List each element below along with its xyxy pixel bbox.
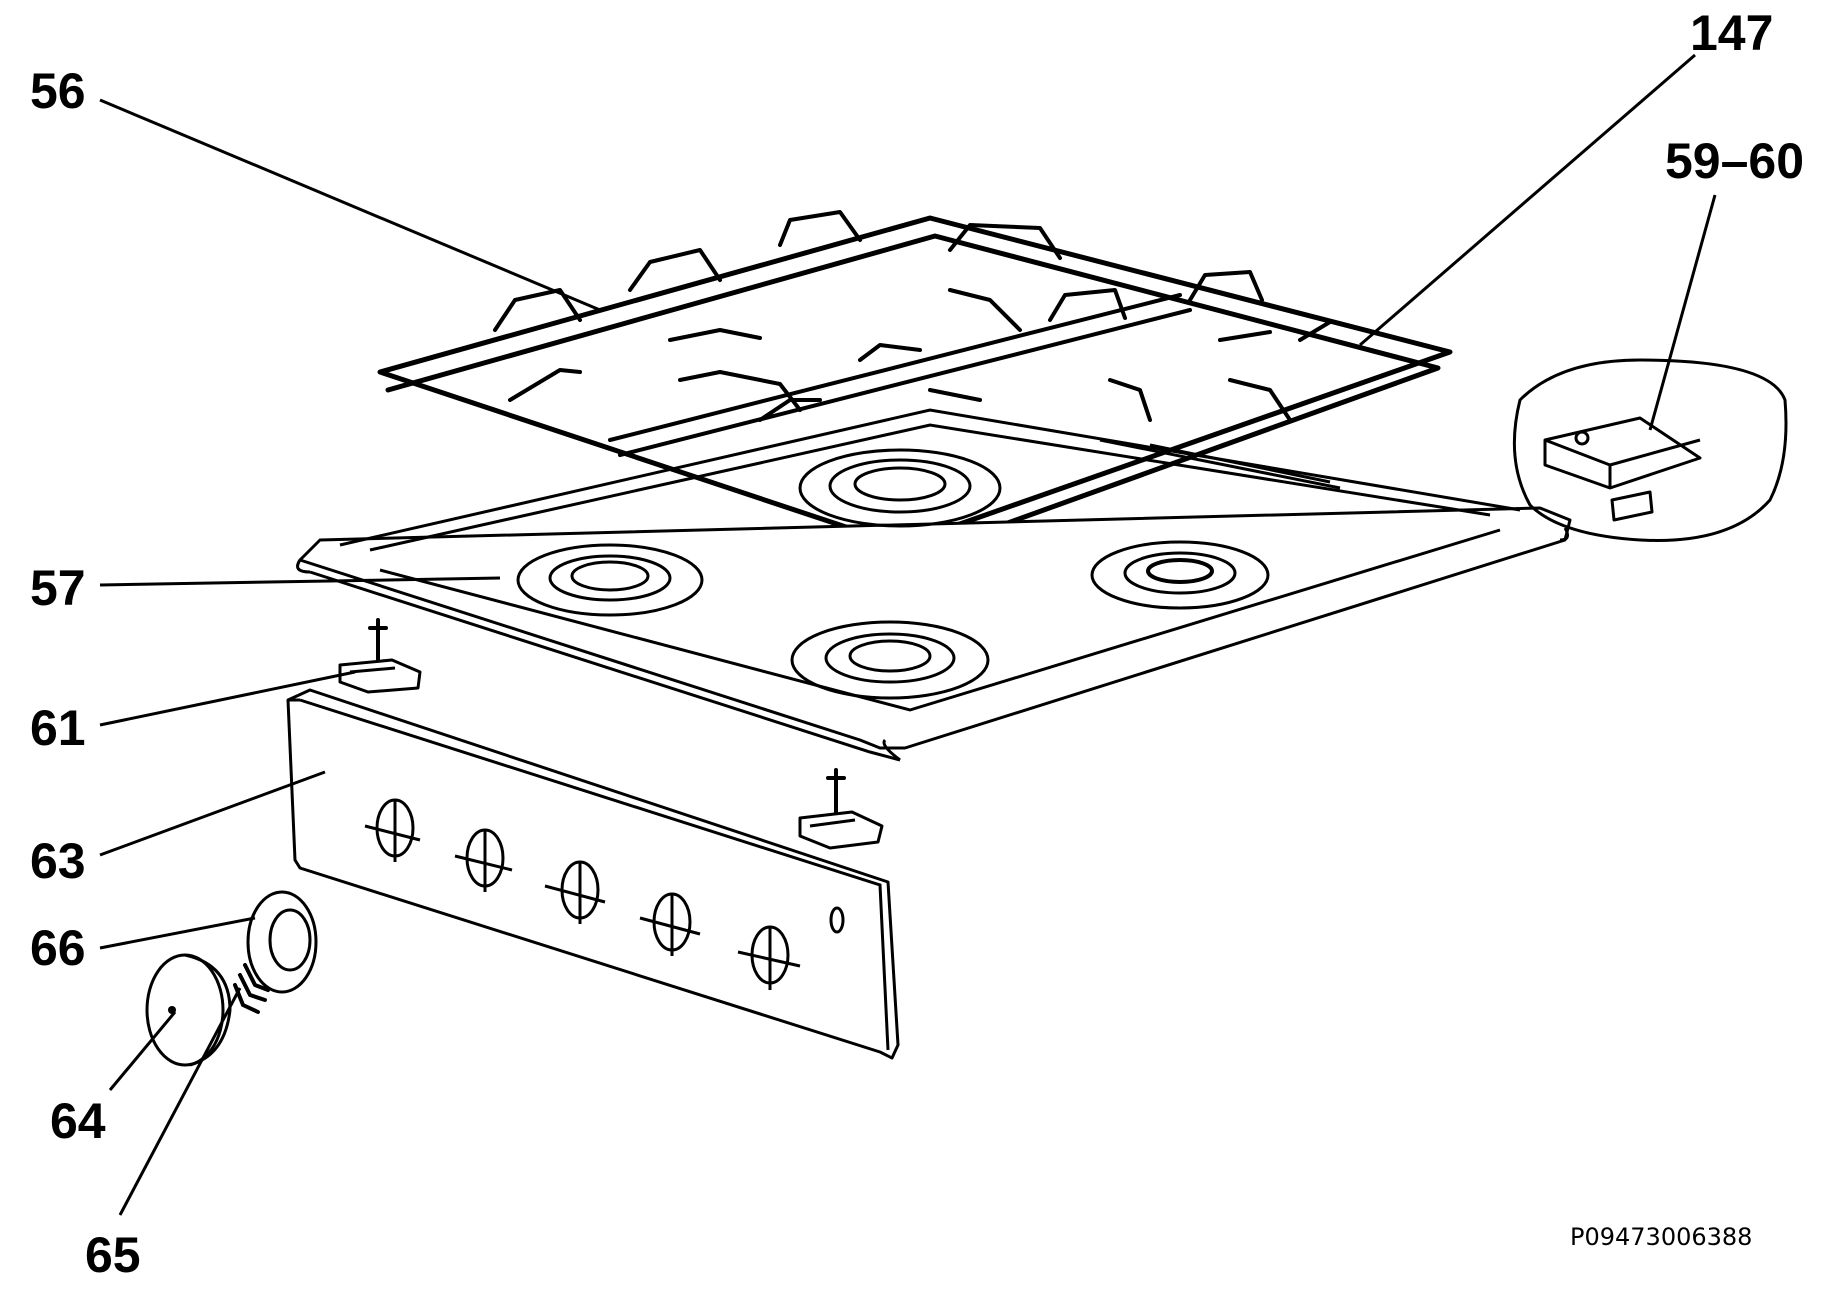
callout-65: 65	[85, 1227, 141, 1283]
callout-61: 61	[30, 700, 86, 756]
knob-assembly	[145, 890, 318, 1067]
callout-56: 56	[30, 63, 86, 119]
callout-64: 64	[50, 1093, 106, 1149]
callout-57: 57	[30, 560, 86, 616]
callout-59-60: 59–60	[1665, 133, 1804, 189]
drawing-code: P09473006388	[1570, 1223, 1752, 1251]
detail-bubble-switch	[1512, 358, 1788, 542]
fixing-clip-left	[338, 618, 422, 694]
callout-63: 63	[30, 833, 86, 889]
pan-support-grid	[377, 210, 1453, 563]
knob-positions	[364, 798, 845, 990]
control-panel	[286, 688, 900, 1060]
leader-lines	[99, 53, 1717, 1216]
callout-labels: 56 147 59–60 57 61 63 66 64 65	[30, 5, 1804, 1283]
callout-147: 147	[1690, 5, 1773, 61]
callout-66: 66	[30, 920, 86, 976]
hob-top	[296, 408, 1572, 762]
fixing-clip-right	[798, 768, 884, 850]
